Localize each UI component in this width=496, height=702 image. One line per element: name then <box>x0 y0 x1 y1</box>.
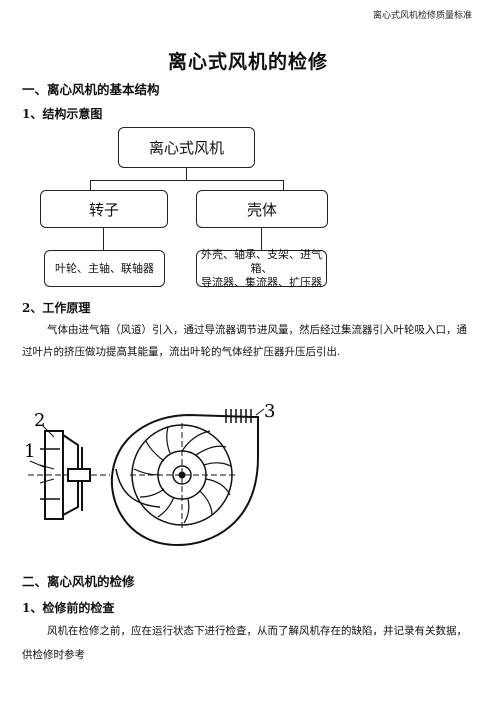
section2-sub1-heading: 1、检修前的检查 <box>22 601 115 615</box>
header-note: 离心式风机检修质量标准 <box>372 11 472 21</box>
principle-line-1: 气体由进气箱（风道）引入，通过导流器调节进风量，然后经过集流器引入叶轮吸入口，通 <box>47 324 467 336</box>
section2-heading: 二、离心风机的检修 <box>22 574 135 589</box>
check-line-1: 风机在检修之前，应在运行状态下进行检查，从而了解风机存在的缺陷，并记录有关数据， <box>47 625 467 637</box>
principle-line-2: 过叶片的挤压做功提高其能量，流出叶轮的气体经扩压器升压后引出. <box>22 346 341 358</box>
check-line-2: 供检修时参考 <box>22 649 85 661</box>
connector-casing-leaf <box>261 228 262 250</box>
diagram-casing-leaf-box: 外壳、轴承、支架、进气箱、 导流器、集流器、扩压器 <box>196 247 327 289</box>
section1-sub2-heading: 2、工作原理 <box>22 301 91 315</box>
fan-label-2: 2 <box>34 410 45 431</box>
connector-root-down <box>186 168 187 180</box>
section1-sub1-heading: 1、结构示意图 <box>22 107 103 121</box>
casing-leaf-line2: 导流器、集流器、扩压器 <box>201 275 322 289</box>
diagram-rotor-box: 转子 <box>40 190 168 228</box>
fan-drawing: 1 2 <box>24 401 275 547</box>
fan-front-view <box>110 408 265 547</box>
fan-label-1: 1 <box>24 441 35 462</box>
connector-left-down <box>90 180 91 190</box>
diagram-root-box: 离心式风机 <box>118 127 255 168</box>
fan-side-view <box>28 424 110 520</box>
section1-heading: 一、离心风机的基本结构 <box>22 82 160 97</box>
diagram-rotor-leaf-box: 叶轮、主轴、联轴器 <box>44 250 165 287</box>
casing-leaf-line1: 外壳、轴承、支架、进气箱、 <box>201 247 322 275</box>
connector-right-down <box>283 180 284 190</box>
diagram-casing-box: 壳体 <box>196 190 328 228</box>
fan-label-3: 3 <box>264 401 275 422</box>
connector-rotor-leaf <box>103 228 104 250</box>
page-title: 离心式风机的检修 <box>167 51 328 73</box>
connector-horizontal <box>90 180 283 181</box>
